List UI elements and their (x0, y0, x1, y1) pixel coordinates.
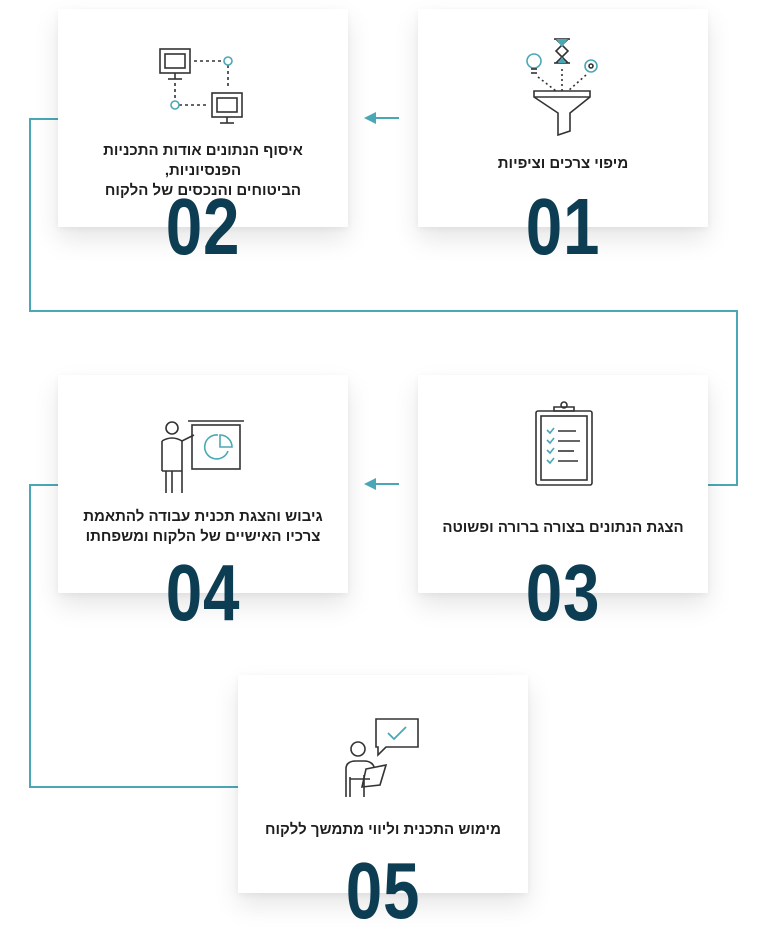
connector-line (29, 484, 58, 486)
person-approval-icon (345, 718, 419, 797)
connector-line (29, 786, 239, 788)
connector-line (29, 484, 31, 788)
step-number: 05 (345, 846, 421, 935)
connector-line (708, 484, 738, 486)
step-card-02: איסוף הנתונים אודות התכניות הפנסיוניות, … (58, 9, 348, 267)
clipboard-checklist-icon (535, 401, 593, 486)
funnel-icon (526, 38, 598, 137)
arrow-left-icon (364, 112, 399, 124)
connector-line (736, 310, 738, 486)
connector-line (29, 310, 738, 312)
step-number: 01 (525, 182, 601, 271)
step-title-line: איסוף הנתונים אודות התכניות הפנסיוניות, (103, 142, 303, 179)
connector-line (29, 118, 31, 312)
step-title: איסוף הנתונים אודות התכניות הפנסיוניות, … (68, 141, 338, 201)
arrow-left-icon (364, 478, 399, 490)
step-card-03: הצגת הנתונים בצורה ברורה ופשוטה 03 (418, 375, 708, 633)
step-card-04: גיבוש והצגת תכנית עבודה להתאמת צרכיו האי… (58, 375, 348, 633)
presenter-board-icon (161, 420, 244, 493)
step-title-line: גיבוש והצגת תכנית עבודה להתאמת (83, 508, 323, 525)
step-title-line: הביטוחים והנכסים של הלקוח (104, 182, 302, 199)
connector-line (29, 118, 58, 120)
step-title: גיבוש והצגת תכנית עבודה להתאמת צרכיו האי… (68, 507, 338, 547)
step-title: מיפוי צרכים וציפיות (497, 155, 629, 172)
network-computers-icon (159, 48, 243, 124)
step-card-01: מיפוי צרכים וציפיות 01 (418, 9, 708, 267)
step-title-line: צרכיו האישיים של הלקוח ומשפחתו (85, 528, 321, 545)
step-title: מימוש התכנית וליווי מתמשך ללקוח (265, 821, 501, 838)
step-card-05: מימוש התכנית וליווי מתמשך ללקוח 05 (238, 675, 528, 931)
step-number: 03 (525, 548, 601, 637)
step-number: 02 (165, 182, 241, 271)
step-number: 04 (165, 548, 241, 637)
step-title: הצגת הנתונים בצורה ברורה ופשוטה (442, 519, 684, 536)
